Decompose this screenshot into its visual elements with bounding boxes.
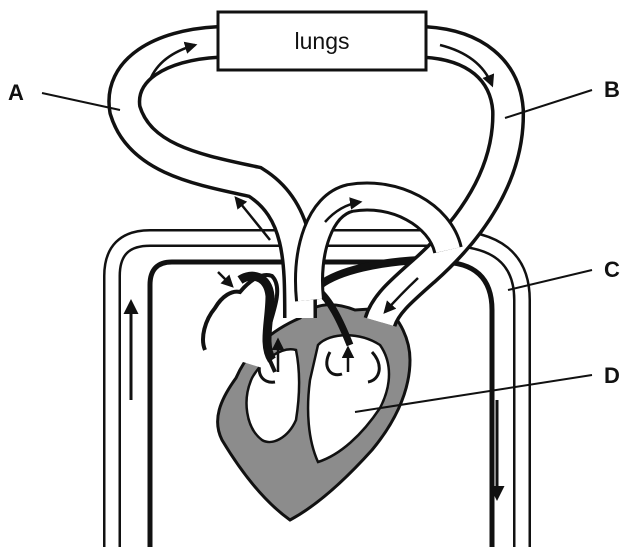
label-b: B — [604, 77, 620, 102]
lungs-box: lungs — [218, 12, 426, 70]
label-a: A — [8, 80, 24, 105]
atrium-arrow-left — [218, 272, 232, 286]
label-c: C — [604, 257, 620, 282]
pulmonary-vessels — [124, 42, 508, 322]
label-d: D — [604, 363, 620, 388]
lungs-label: lungs — [295, 28, 350, 54]
